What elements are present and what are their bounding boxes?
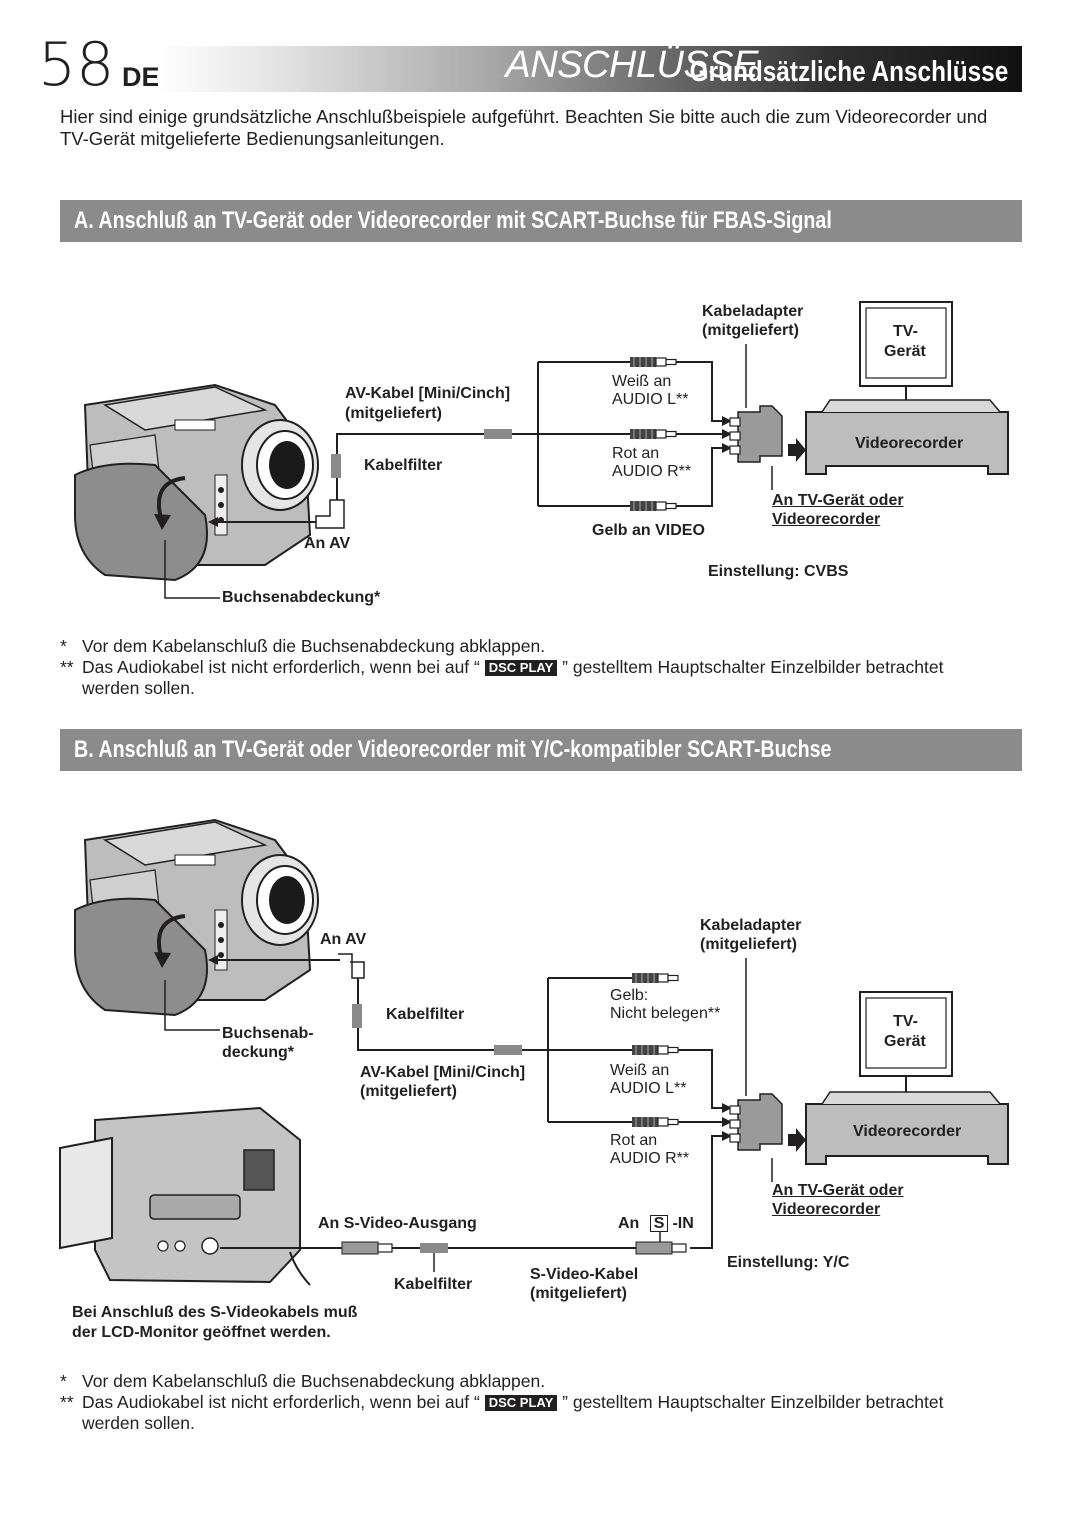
intro-text: Hier sind einige grundsätzliche Anschluß…: [60, 106, 988, 149]
a-tv-label-2: Gerät: [884, 343, 926, 360]
a-rot-label: Rot an: [612, 445, 660, 462]
b-audio-l-label: AUDIO L**: [610, 1080, 687, 1097]
b-audio-r-label: AUDIO R**: [610, 1150, 690, 1167]
b-an-s-video-label: An S-Video-Ausgang: [318, 1215, 477, 1232]
page-number: 58: [38, 30, 115, 100]
b-tv-label-1: TV-: [893, 1013, 918, 1030]
b-nicht-belegen-label: Nicht belegen**: [610, 1005, 721, 1022]
diagram-a: [74, 301, 1009, 599]
b-lcd-note-1: Bei Anschluß des S-Videokabels muß: [72, 1304, 358, 1321]
b-einstellung-label: Einstellung: Y/C: [727, 1254, 850, 1271]
b-buchsenab-label-2: deckung*: [222, 1044, 295, 1061]
b-tv-label-2: Gerät: [884, 1033, 926, 1050]
title-bar-cap: [1008, 46, 1022, 92]
b-gelb-label: Gelb:: [610, 987, 649, 1004]
a-note-1: * Vor dem Kabelanschluß die Buchsenabdeck…: [60, 636, 1020, 657]
section-a-heading-text: A. Anschluß an TV-Gerät oder Videorecord…: [74, 207, 832, 234]
b-rot-label: Rot an: [610, 1132, 658, 1149]
b-an-prefix: An: [618, 1215, 640, 1232]
camcorder-lcd-side: [59, 1106, 311, 1286]
a-buchsenabdeckung-label: Buchsenabdeckung*: [222, 589, 381, 606]
b-an-av-label: An AV: [320, 931, 367, 948]
b-av-cable-label: AV-Kabel [Mini/Cinch]: [360, 1064, 526, 1081]
b-in-suffix: -IN: [672, 1215, 694, 1232]
a-av-cable-label: AV-Kabel [Mini/Cinch]: [345, 385, 511, 402]
a-an-tv-label-1: An TV-Gerät oder: [772, 492, 904, 509]
a-audio-l-label: AUDIO L**: [612, 391, 689, 408]
a-an-tv-label-2: Videorecorder: [772, 511, 881, 528]
a-note-1-star: *: [60, 636, 67, 656]
b-s-video-kabel-label: S-Video-Kabel: [530, 1266, 639, 1283]
b-note-2-star: **: [60, 1392, 74, 1412]
page-title: ANSCHLÜSSE: [505, 44, 758, 86]
b-videorecorder-label: Videorecorder: [853, 1123, 962, 1140]
a-kabeladapter-label: Kabeladapter: [702, 303, 804, 320]
dsc-play-badge: DSC PLAY: [484, 1395, 558, 1411]
section-a-heading: A. Anschluß an TV-Gerät oder Videorecord…: [60, 200, 1022, 242]
a-videorecorder-label: Videorecorder: [855, 435, 964, 452]
s-video-icon: S: [649, 1215, 669, 1232]
a-an-av-label: An AV: [304, 535, 351, 552]
b-an-tv-label-2: Videorecorder: [772, 1201, 881, 1218]
a-kabelfilter-label: Kabelfilter: [364, 457, 443, 474]
a-note-1-text: Vor dem Kabelanschluß die Buchsenabdecku…: [82, 636, 546, 656]
a-note-2-line2: werden sollen.: [82, 678, 195, 698]
b-kabelfilter-label: Kabelfilter: [386, 1006, 465, 1023]
b-note-1-star: *: [60, 1371, 67, 1391]
b-s-video-kabel-sub: (mitgeliefert): [530, 1285, 627, 1302]
a-av-cable-sub: (mitgeliefert): [345, 405, 442, 422]
b-an-s-in-label: An S-IN: [618, 1214, 694, 1233]
a-einstellung-label: Einstellung: CVBS: [708, 563, 849, 580]
b-note-2-pre: Das Audiokabel ist nicht erforderlich, w…: [82, 1392, 480, 1412]
b-note-2-line2: werden sollen.: [82, 1413, 195, 1433]
title-bar: [158, 46, 1022, 92]
b-lcd-note-2: der LCD-Monitor geöffnet werden.: [72, 1324, 331, 1341]
a-tv-label-1: TV-: [893, 323, 918, 340]
page-subtitle: Grundsätzliche Anschlüsse: [689, 56, 1008, 88]
b-note-1-text: Vor dem Kabelanschluß die Buchsenabdecku…: [82, 1371, 546, 1391]
dsc-play-badge: DSC PLAY: [484, 660, 558, 676]
b-note-1: * Vor dem Kabelanschluß die Buchsenabdeck…: [60, 1371, 1020, 1392]
a-note-2-pre: Das Audiokabel ist nicht erforderlich, w…: [82, 657, 480, 677]
b-kabeladapter-sub: (mitgeliefert): [700, 936, 797, 953]
a-weiss-label: Weiß an: [612, 373, 672, 390]
a-note-2-star: **: [60, 657, 74, 677]
a-gelb-label: Gelb an VIDEO: [592, 522, 705, 539]
section-b-heading-text: B. Anschluß an TV-Gerät oder Videorecord…: [74, 736, 832, 763]
a-note-2: ** Das Audiokabel ist nicht erforderlich,…: [60, 657, 1020, 699]
b-weiss-label: Weiß an: [610, 1062, 670, 1079]
b-note-2: ** Das Audiokabel ist nicht erforderlich,…: [60, 1392, 1020, 1434]
diagram-b: [59, 819, 1009, 1286]
b-kabelfilter2-label: Kabelfilter: [394, 1276, 473, 1293]
a-note-2-post: ” gestelltem Hauptschalter Einzelbilder …: [562, 657, 944, 677]
a-audio-r-label: AUDIO R**: [612, 463, 692, 480]
b-kabeladapter-label: Kabeladapter: [700, 917, 802, 934]
b-an-tv-label-1: An TV-Gerät oder: [772, 1182, 904, 1199]
b-note-2-post: ” gestelltem Hauptschalter Einzelbilder …: [562, 1392, 944, 1412]
section-b-heading: B. Anschluß an TV-Gerät oder Videorecord…: [60, 729, 1022, 771]
b-buchsenab-label-1: Buchsenab-: [222, 1025, 314, 1042]
language-code: DE: [122, 62, 160, 92]
b-av-cable-sub: (mitgeliefert): [360, 1083, 457, 1100]
a-kabeladapter-sub: (mitgeliefert): [702, 322, 799, 339]
